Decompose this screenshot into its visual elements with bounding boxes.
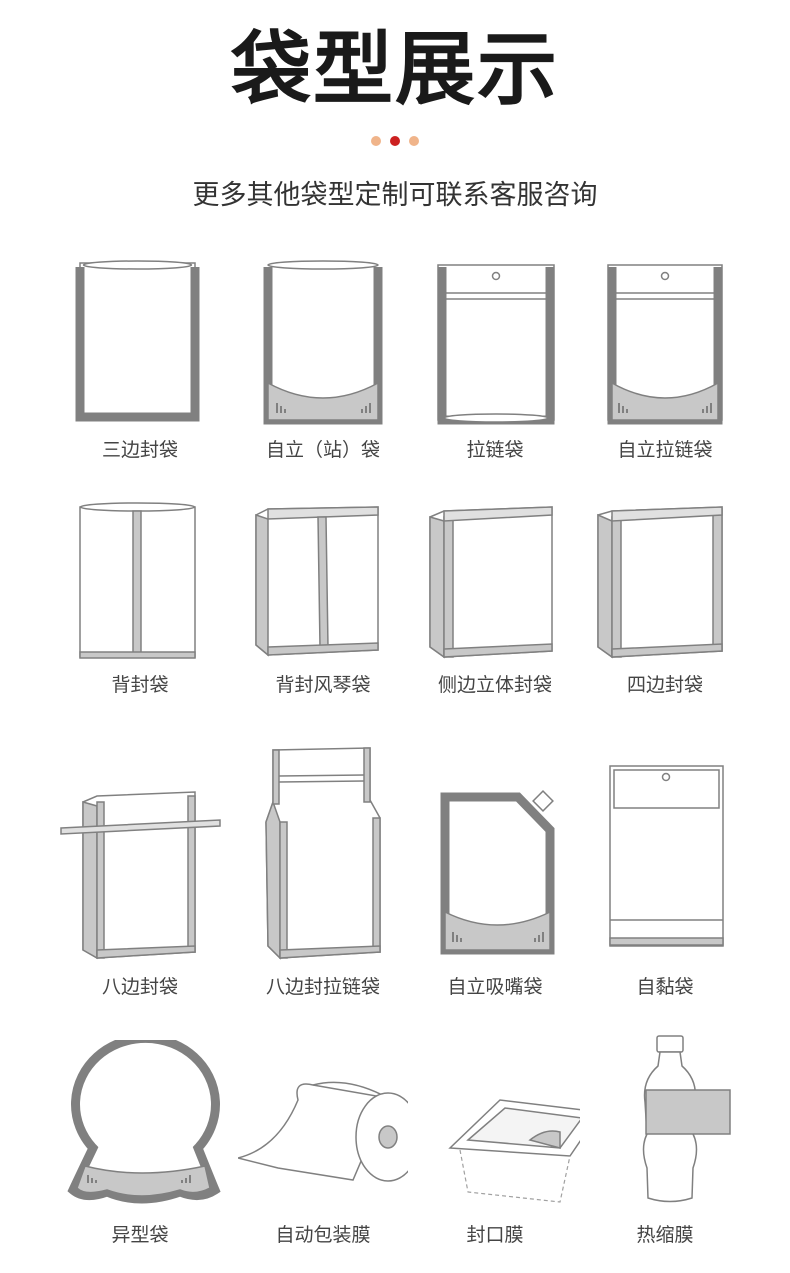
bag-label: 背封风琴袋 — [275, 674, 371, 696]
page-title: 袋型展示 — [231, 23, 559, 116]
bag-label: 四边封袋 — [626, 674, 703, 696]
bag-label: 封口膜 — [466, 1224, 524, 1246]
page-subtitle: 更多其他袋型定制可联系客服咨询 — [192, 180, 598, 211]
stand-up-pouch-icon — [263, 260, 383, 425]
bag-item-eight-side-seal: 八边封袋 — [55, 740, 225, 1000]
bag-label: 热缩膜 — [636, 1224, 694, 1246]
bag-label: 自立吸嘴袋 — [447, 976, 543, 998]
bag-label: 三边封袋 — [101, 439, 178, 461]
back-seal-bag-icon — [79, 502, 196, 659]
shrink-film-bottle-icon — [642, 1035, 731, 1203]
packaging-film-roll-icon — [238, 1081, 408, 1182]
side-gusset-bag-icon — [429, 506, 553, 659]
dot-right — [409, 136, 419, 146]
bag-label: 异型袋 — [111, 1224, 169, 1246]
bag-item-shaped: 异型袋 — [55, 1040, 225, 1255]
bag-item-spout-pouch: 自立吸嘴袋 — [410, 740, 580, 1000]
bag-item-stand-up-pouch: 自立（站）袋 — [238, 255, 408, 470]
bag-item-back-seal: 背封袋 — [55, 495, 225, 705]
eight-side-seal-zipper-bag-icon — [265, 747, 381, 960]
shaped-bag-icon — [67, 1040, 221, 1204]
bag-item-zipper: 拉链袋 — [410, 255, 580, 470]
bag-label: 自立（站）袋 — [265, 439, 380, 461]
dot-center — [390, 136, 400, 146]
bag-item-self-adhesive: 自黏袋 — [580, 740, 750, 1000]
bag-item-film-roll: 自动包装膜 — [238, 1040, 408, 1255]
bag-label: 八边封拉链袋 — [265, 976, 380, 998]
spout-pouch-icon — [440, 790, 555, 955]
bag-item-four-side-seal: 四边封袋 — [580, 495, 750, 705]
bag-item-eight-side-seal-zipper: 八边封拉链袋 — [238, 740, 408, 1000]
bag-item-shrink-film: 热缩膜 — [580, 1030, 750, 1255]
dot-left — [371, 136, 381, 146]
bag-item-sealing-film: 封口膜 — [410, 1040, 580, 1255]
bag-item-stand-up-zipper: 自立拉链袋 — [580, 255, 750, 470]
bag-item-three-side-seal: 三边封袋 — [55, 255, 225, 470]
back-seal-gusset-bag-icon — [255, 506, 379, 657]
four-side-seal-bag-icon — [597, 506, 723, 659]
bag-label: 侧边立体封袋 — [437, 674, 552, 696]
sealing-film-icon — [448, 1099, 580, 1203]
bag-label: 背封袋 — [111, 674, 169, 696]
bag-item-side-gusset: 侧边立体封袋 — [410, 495, 580, 705]
self-adhesive-bag-icon — [609, 765, 724, 947]
bag-item-back-seal-gusset: 背封风琴袋 — [238, 495, 408, 705]
bag-label: 自动包装膜 — [275, 1224, 371, 1246]
decorative-dots — [0, 136, 790, 146]
bag-label: 八边封袋 — [101, 976, 178, 998]
bag-label: 自立拉链袋 — [617, 439, 713, 461]
bag-label: 自黏袋 — [636, 976, 694, 998]
eight-side-seal-bag-icon — [60, 791, 221, 960]
three-side-seal-bag-icon — [75, 260, 200, 422]
stand-up-zipper-bag-icon — [607, 264, 723, 425]
zipper-bag-icon — [437, 264, 555, 425]
bag-label: 拉链袋 — [466, 439, 524, 461]
